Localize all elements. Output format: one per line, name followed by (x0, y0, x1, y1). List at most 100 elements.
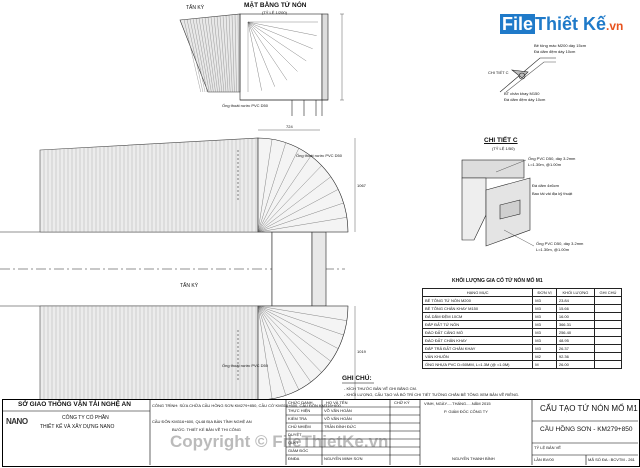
hatch-line (195, 18, 210, 93)
table-cell: M3 (532, 304, 557, 313)
detail-c-note-2: L=1.30m, @1.00m (528, 162, 562, 167)
table-cell: ĐẮP ĐẤT TỨ NÓN (421, 320, 534, 329)
hatch-line (257, 148, 300, 233)
hatch-line (257, 305, 273, 399)
name-7: NGUYỄN MINH SƠN (324, 456, 363, 461)
table-cell: ĐÀO ĐẤT CẢNG MÓ (421, 328, 534, 337)
role-6: GIÁM ĐỐC (288, 448, 309, 453)
notes-line-2: - KHỐI LƯỢNG, CẤU TẠO VÀ BỐ TRÍ CHI TIẾT… (344, 392, 520, 397)
detail-c-title: CHI TIẾT C (484, 137, 518, 144)
section-a-sketch (499, 57, 556, 93)
table-cell (594, 336, 622, 345)
name-3: TRẦN ĐÌNH ĐỨC (324, 424, 357, 429)
table-cell: 26.37 (555, 344, 596, 353)
table-cell (594, 296, 622, 305)
table-cell: BÊ TÔNG CHÂN KHAY M150 (421, 304, 534, 313)
table-cell: M3 (532, 344, 557, 353)
role-4: DUYỆT (288, 432, 302, 437)
pipe-label-mid: Ống thoát nước PVC D50 (296, 153, 342, 158)
hatch-line (183, 19, 201, 93)
abutment-top (239, 13, 323, 101)
hatch-line (257, 305, 312, 383)
hatch-line (247, 21, 288, 81)
name-1: VÕ VĂN HOÀN (324, 408, 352, 413)
lower-cone-hatch (39, 305, 259, 411)
hatch-line (192, 18, 208, 93)
project-line-1: CÔNG TRÌNH: SỬA CHỮA CẦU HỒNG SƠN KM279+… (152, 403, 345, 408)
hatch-line (204, 17, 216, 93)
table-cell: 23.84 (555, 296, 596, 305)
hatch-line (237, 14, 239, 93)
hatch-line (219, 15, 227, 93)
hatch-line (231, 14, 235, 93)
dimension-side-lower: 1019 (357, 349, 366, 354)
table-cell: 16.00 (555, 312, 596, 321)
date-line: VINH, NGÀY.....THÁNG.....NĂM 2015 (424, 401, 491, 406)
title-block (2, 399, 640, 467)
table-cell (594, 320, 622, 329)
direction-label-bottom: TẤN KỲ (180, 283, 199, 289)
role-0: CHỨC DANH (288, 400, 313, 405)
role-7: ĐNĐA (288, 456, 300, 461)
signature-header: CHỮ KÝ (394, 400, 410, 405)
hatch-line (257, 305, 331, 362)
table-header: HẠNG MỤC (421, 288, 534, 297)
table-cell (594, 328, 622, 337)
section-a-note-3: BT chân khay M150 (504, 91, 540, 96)
table-cell: M3 (532, 312, 557, 321)
hatch-line (257, 217, 347, 233)
hatch-line (234, 14, 237, 93)
role-3: CHỦ NHIỆM (288, 424, 311, 429)
hatch-line (216, 16, 225, 93)
table-cell: M3 (532, 336, 557, 345)
pipe-label-bottom: Ống thoát nước PVC D50 (222, 363, 268, 368)
hatch-line (257, 305, 347, 321)
table-cell: 26.00 (555, 360, 596, 369)
drawing-code: MÃ SỐ ĐA : BCVTM - 261 (588, 457, 635, 462)
hatch-line (257, 155, 312, 233)
hatch-line (257, 305, 339, 349)
hatch-line (225, 15, 231, 93)
hatch-line (247, 21, 262, 91)
table-cell: BÊ TÔNG TỨ NÓN M200 (421, 296, 534, 305)
plan-scale: (TỶ LỆ 1/200) (262, 10, 287, 15)
section-a-note-2: Đá dăm đệm dày 10cm (534, 49, 576, 54)
watermark-logo-c: .vn (606, 19, 624, 33)
table-cell: M (532, 360, 557, 369)
pipe-label-top: Ống thoát nước PVC D50 (222, 103, 268, 108)
hatch-line (257, 176, 331, 233)
watermark-copyright: Copyright © FileThietKe.vn (170, 432, 389, 451)
table-cell: ĐẮP TRẢ ĐẤT CHÂN KHAY (421, 344, 534, 353)
table-cell: ĐÁ DĂM ĐỆM 10CM (421, 312, 534, 321)
dimension-side-upper: 1067 (357, 183, 366, 188)
dimension-top: 724 (286, 124, 293, 129)
title-block-grid (2, 399, 638, 465)
project-line-2: CẦU ĐÔN KM316+600, QL48 ĐỊA BÀN TỈNH NGH… (152, 419, 252, 424)
hatch-line (210, 16, 220, 93)
table-header-row: HẠNG MỤC ĐƠN VỊ KHỐI LƯỢNG GHI CHÚ (421, 288, 622, 297)
hatch-line (198, 18, 212, 93)
quantity-table: HẠNG MỤC ĐƠN VỊ KHỐI LƯỢNG GHI CHÚ BÊ TÔ… (421, 288, 622, 369)
agency-name: SỞ GIAO THÔNG VẬN TẢI NGHỆ AN (18, 401, 131, 408)
table-header: ĐƠN VỊ (532, 288, 557, 297)
table-cell: 15.66 (555, 304, 596, 313)
hatch-line (186, 19, 204, 93)
table-cell: M2 (532, 352, 557, 361)
upper-cone-hatch (39, 137, 259, 233)
hatch-line (247, 21, 298, 72)
table-cell: ỐNG NHỰA PVC D=50MM, L=1.3M (@ =1.0M) (421, 360, 534, 369)
drawing-subtitle: CẦU HỒNG SƠN - KM279+850 (540, 426, 633, 433)
hatch-line (207, 17, 218, 93)
notes-title: GHI CHÚ: (342, 375, 372, 382)
radial-lines-top (247, 21, 318, 92)
hatch-line (257, 142, 286, 233)
table-cell: 256.40 (555, 328, 596, 337)
section-a-detail-ref: CHI TIẾT C (488, 70, 509, 75)
